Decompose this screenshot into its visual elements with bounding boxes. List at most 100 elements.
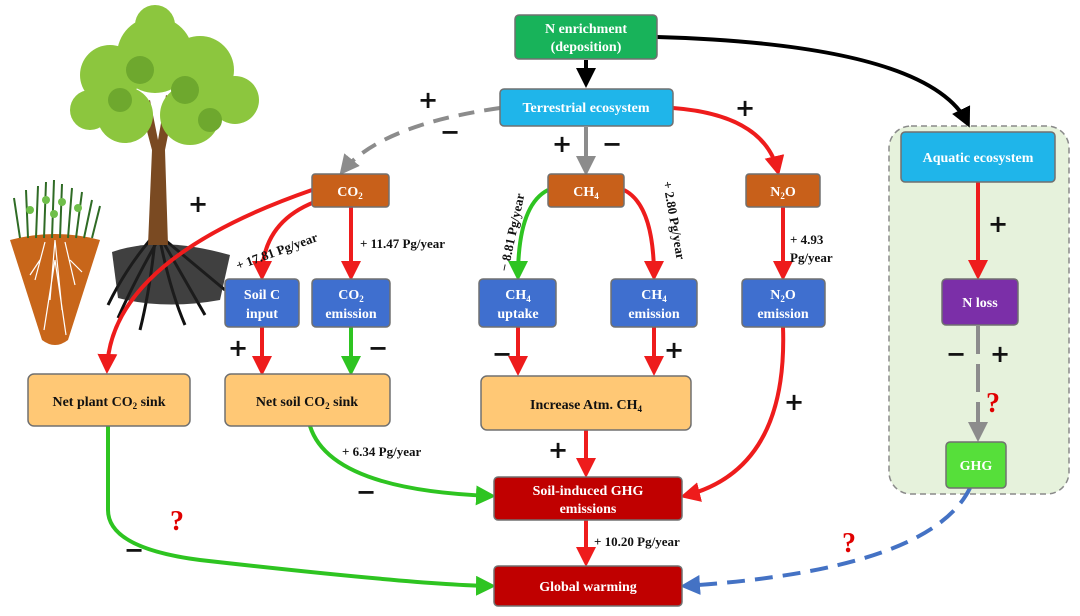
arrow-co2-to-soil-c [252, 198, 321, 281]
arrow-net-soil-to-soil-ghg [308, 425, 496, 506]
question-mark-plant: ? [170, 506, 184, 537]
n2o-pre: N [770, 185, 780, 200]
ch4-emission-line2: emission [628, 307, 680, 322]
ch4-emission-sub: 4 [662, 294, 667, 304]
node-global-warming: Global warming [493, 565, 683, 607]
arrow-co2-to-plant-sink [97, 188, 313, 374]
flux-n2o-line2: Pg/year [790, 250, 833, 265]
sign-plus-nloss: + [990, 340, 1010, 368]
n2o-sub: 2 [780, 191, 785, 201]
sign-minus-co2-emission: − [368, 334, 388, 362]
net-soil-pre: Net soil CO [256, 395, 325, 410]
svg-text:Net plant CO2 sink: Net plant CO2 sink [52, 395, 165, 411]
svg-text:CH4: CH4 [573, 185, 599, 201]
svg-text:N2O: N2O [770, 288, 796, 304]
arrow-ch4-to-uptake [508, 188, 549, 281]
net-soil-post: sink [330, 395, 359, 410]
aquatic-label: Aquatic ecosystem [923, 151, 1034, 166]
increase-ch4-sub: 4 [637, 404, 642, 414]
n-loss-label: N loss [962, 296, 998, 311]
node-ghg: GHG [945, 441, 1007, 489]
node-ch4-emission: CH4 emission [610, 278, 698, 328]
node-net-plant-sink: Net plant CO2 sink [27, 373, 191, 427]
net-plant-sub: 2 [133, 401, 138, 411]
n2o-post: O [785, 185, 796, 200]
svg-text:Net soil CO2 sink: Net soil CO2 sink [256, 395, 358, 411]
svg-text:Increase Atm. CH4: Increase Atm. CH4 [530, 398, 642, 414]
node-net-soil-sink: Net soil CO2 sink [224, 373, 391, 427]
sign-plus-terr-ch4: + [552, 130, 572, 158]
n2o-emission-line2: emission [757, 307, 809, 322]
sign-minus-terr-ch4: − [602, 130, 622, 158]
node-n2o-emission: N2O emission [741, 278, 826, 328]
svg-text:CH4: CH4 [505, 288, 531, 304]
svg-text:CO2: CO2 [337, 185, 363, 201]
soil-c-line1: Soil C [244, 288, 280, 303]
sign-plus-soil-c: + [228, 334, 248, 362]
co2-base: CO [337, 185, 358, 200]
node-soil-c-input: Soil C input [224, 278, 300, 328]
node-n-loss: N loss [941, 278, 1019, 326]
sign-plus-terr-n2o: + [735, 94, 755, 122]
node-co2: CO2 [311, 173, 390, 208]
co2-emission-line2: emission [325, 307, 377, 322]
sign-minus-net-plant: − [124, 536, 144, 564]
net-plant-post: sink [137, 395, 166, 410]
grass-pot-icon [10, 179, 101, 345]
node-aquatic-ecosystem: Aquatic ecosystem [900, 131, 1056, 183]
sign-plus-terr-co2: + [418, 86, 438, 114]
node-terrestrial-ecosystem: Terrestrial ecosystem [499, 88, 674, 127]
n-enrichment-line1: N enrichment [545, 22, 627, 37]
flux-soil-ghg: + 10.20 Pg/year [594, 534, 680, 549]
arrow-terrestrial-to-n2o [672, 106, 785, 176]
n2o-emission-pre: N [770, 288, 780, 303]
n-enrichment-line2: (deposition) [551, 40, 622, 55]
sign-minus-nloss: − [946, 340, 966, 368]
sign-plus-increase-ch4: + [548, 436, 568, 464]
flux-net-soil: + 6.34 Pg/year [342, 444, 421, 459]
ch4-emission-base: CH [641, 288, 662, 303]
node-co2-emission: CO2 emission [311, 278, 391, 328]
arrow-terrestrial-to-co2 [339, 106, 501, 176]
sign-plus-n2o-emission: + [784, 388, 804, 416]
svg-text:N2O: N2O [770, 185, 796, 201]
soil-ghg-line1: Soil-induced GHG [533, 484, 644, 499]
node-n-enrichment: N enrichment (deposition) [514, 14, 658, 60]
ch4-base: CH [573, 185, 594, 200]
node-soil-ghg-emissions: Soil-induced GHG emissions [493, 476, 683, 521]
question-mark-nloss: ? [986, 388, 1000, 419]
flux-ch4-emission: + 2.80 Pg/year [660, 180, 689, 261]
sign-plus-tree: + [188, 190, 208, 218]
node-increase-atm-ch4: Increase Atm. CH4 [480, 375, 692, 431]
co2-emission-sub: 2 [359, 294, 364, 304]
flux-co2-emission: + 11.47 Pg/year [360, 236, 445, 251]
n2o-emission-post: O [785, 288, 796, 303]
net-plant-pre: Net plant CO [52, 395, 132, 410]
flux-n2o-line1: + 4.93 [790, 232, 824, 247]
arrow-n-to-aquatic [656, 35, 971, 128]
arrow-ghg-to-warming [680, 487, 972, 595]
arrow-n2o-emission-to-soil-ghg [680, 326, 786, 502]
global-warming-label: Global warming [539, 580, 637, 595]
arrow-ch4-to-emission [623, 188, 664, 281]
node-ch4: CH4 [547, 173, 625, 208]
ch4-uptake-line2: uptake [497, 307, 538, 322]
soil-c-line2: input [246, 307, 278, 322]
ghg-label: GHG [960, 459, 993, 474]
n2o-emission-sub: 2 [780, 294, 785, 304]
svg-text:CO2: CO2 [338, 288, 364, 304]
net-soil-sub: 2 [325, 401, 330, 411]
flux-soil-c: + 17.81 Pg/year [234, 229, 320, 273]
node-n2o: N2O [745, 173, 821, 208]
question-mark-ghg: ? [842, 528, 856, 559]
increase-ch4-pre: Increase Atm. CH [530, 398, 638, 413]
sign-minus-terr-co2: − [440, 118, 460, 146]
svg-text:CH4: CH4 [641, 288, 667, 304]
sign-plus-aquatic: + [988, 210, 1008, 238]
sign-minus-ch4-uptake: − [492, 340, 512, 368]
node-ch4-uptake: CH4 uptake [478, 278, 557, 328]
terrestrial-label: Terrestrial ecosystem [522, 101, 649, 116]
sign-minus-net-soil: − [356, 478, 376, 506]
